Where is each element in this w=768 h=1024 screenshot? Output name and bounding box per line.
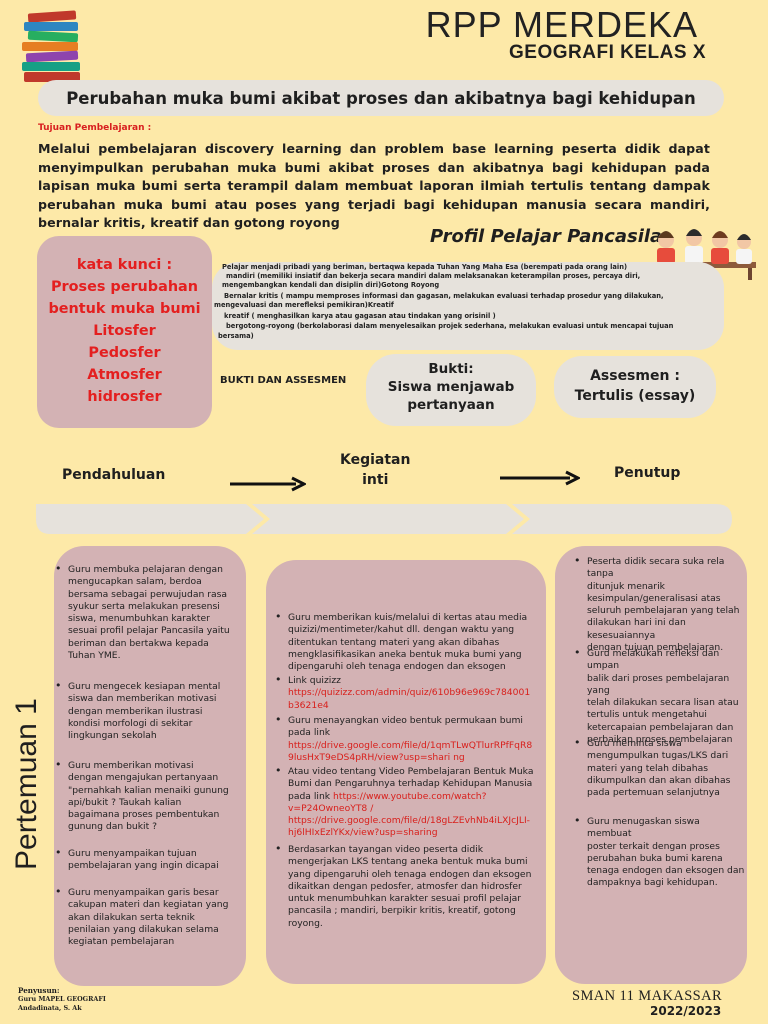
page-subtitle: GEOGRAFI KELAS X bbox=[509, 42, 706, 63]
penyusun-name: Andadinata, S. Ak bbox=[18, 1004, 82, 1012]
bukti-card: Bukti: Siswa menjawab pertanyaan bbox=[366, 354, 536, 426]
list-item: Peserta didik secara suka rela tanpa dit… bbox=[574, 555, 747, 654]
list-item: Guru membuka pelajaran dengan mengucapka… bbox=[55, 563, 230, 662]
stage-pendahuluan: Pendahuluan bbox=[62, 467, 166, 483]
stage-ribbon bbox=[36, 504, 732, 534]
quizizz-link[interactable]: b3621e4 bbox=[288, 699, 329, 711]
profil-line: mandiri (memiliki insiatif dan bekerja s… bbox=[226, 272, 641, 280]
list-item: Guru meminta siswa mengumpulkan tugas/LK… bbox=[574, 737, 730, 799]
school-year: 2022/2023 bbox=[650, 1004, 722, 1018]
profil-line: mengembangkan kendali dan disiplin diri)… bbox=[222, 281, 440, 289]
school-name: SMAN 11 MAKASSAR bbox=[572, 988, 723, 1004]
drive-link[interactable]: hj6lHIxEzlYKx/view?usp=sharing bbox=[288, 827, 438, 839]
drive-link[interactable]: https://drive.google.com/file/d/1qmTLwQT… bbox=[288, 739, 533, 751]
list-item: Atau video tentang Video Pembelajaran Be… bbox=[275, 765, 533, 840]
keyword-item: Pedosfer bbox=[88, 345, 161, 361]
list-item: Guru melakukan refleksi dan umpan balik … bbox=[574, 647, 747, 746]
list-item: Guru menayangkan video bentuk permukaan … bbox=[275, 714, 533, 764]
list-item: Berdasarkan tayangan video peserta didik… bbox=[275, 843, 531, 930]
tujuan-text: Melalui pembelajaran discovery learning … bbox=[38, 141, 710, 231]
drive-link[interactable]: https://drive.google.com/file/d/18gLZEvh… bbox=[288, 815, 530, 827]
books-illustration bbox=[22, 10, 80, 82]
profil-line: mengevaluasi dan merefleksi pemikiran)Kr… bbox=[214, 301, 394, 309]
keyword-heading: kata kunci : bbox=[76, 257, 173, 273]
youtube-link[interactable]: v=P24OwneoYT8 / bbox=[288, 802, 374, 814]
keyword-item: Proses perubahan bbox=[50, 279, 199, 295]
topic-banner: Perubahan muka bumi akibat proses dan ak… bbox=[38, 80, 724, 116]
kegiatan-inti-panel: Guru memberikan kuis/melalui di kertas a… bbox=[266, 560, 546, 984]
keywords-card: kata kunci : Proses perubahan bentuk muk… bbox=[37, 236, 212, 428]
list-item: Guru menyampaikan garis besar cakupan ma… bbox=[55, 886, 228, 948]
youtube-link[interactable]: https://www.youtube.com/watch? bbox=[333, 790, 487, 802]
bukti-line: pertanyaan bbox=[407, 397, 495, 413]
profil-line: kreatif ( menghasilkan karya atau gagasa… bbox=[224, 312, 496, 320]
list-item: Guru menugaskan siswa membuat poster ter… bbox=[574, 815, 747, 890]
assessmen-line: Assesmen : bbox=[590, 368, 680, 384]
list-item: Guru memberikan motivasi dengan mengajuk… bbox=[55, 759, 229, 834]
penyusun-label: Penyusun: bbox=[18, 986, 60, 995]
assessmen-card: Assesmen : Tertulis (essay) bbox=[554, 356, 716, 418]
tujuan-label: Tujuan Pembelajaran : bbox=[38, 123, 152, 133]
profil-line: bersama) bbox=[218, 332, 254, 340]
arrow-right-icon bbox=[500, 470, 580, 486]
stage-inti-line: inti bbox=[362, 472, 389, 488]
bukti-line: Siswa menjawab bbox=[387, 379, 515, 395]
keyword-item: hidrosfer bbox=[87, 389, 162, 405]
profil-line: bergotong-royong (berkolaborasi dalam me… bbox=[226, 322, 674, 330]
penyusun-role: Guru MAPEL GEOGRAFI bbox=[18, 995, 106, 1003]
keyword-item: Atmosfer bbox=[87, 367, 162, 383]
drive-link[interactable]: 9lusHxT9eDS4pRH/view?usp=shari ng bbox=[288, 751, 465, 763]
list-item: Link quizizz https://quizizz.com/admin/q… bbox=[275, 674, 531, 712]
penyusun-block: Penyusun: Guru MAPEL GEOGRAFI Andadinata… bbox=[18, 986, 106, 1013]
list-item: Guru memberikan kuis/melalui di kertas a… bbox=[275, 611, 527, 673]
pertemuan-label: Pertemuan 1 bbox=[10, 698, 43, 870]
list-item: Guru menyampaikan tujuan pembelajaran ya… bbox=[55, 847, 219, 873]
page-title: RPP MERDEKA bbox=[425, 4, 698, 45]
profil-card: Pelajar menjadi pribadi yang beriman, be… bbox=[212, 262, 724, 350]
stage-penutup: Penutup bbox=[614, 465, 681, 481]
profil-line: Bernalar kritis ( mampu memproses inform… bbox=[224, 292, 664, 300]
assessmen-line: Tertulis (essay) bbox=[574, 388, 696, 404]
penutup-panel: Peserta didik secara suka rela tanpa dit… bbox=[555, 546, 747, 984]
bukti-assessmen-label: BUKTI DAN ASSESMEN bbox=[220, 375, 347, 386]
keyword-item: Litosfer bbox=[93, 323, 156, 339]
stage-kegiatan-inti: Kegiatan inti bbox=[340, 450, 410, 490]
keyword-item: bentuk muka bumi bbox=[48, 301, 201, 317]
profil-line: Pelajar menjadi pribadi yang beriman, be… bbox=[222, 263, 628, 271]
stage-inti-line: Kegiatan bbox=[340, 452, 411, 468]
arrow-right-icon bbox=[230, 476, 306, 492]
list-item: Guru mengecek kesiapan mental siswa dan … bbox=[55, 680, 220, 742]
bukti-line: Bukti: bbox=[428, 361, 474, 377]
pendahuluan-panel: Guru membuka pelajaran dengan mengucapka… bbox=[54, 546, 246, 986]
quizizz-link[interactable]: https://quizizz.com/admin/quiz/610b96e96… bbox=[288, 687, 531, 699]
profil-title: Profil Pelajar Pancasila bbox=[430, 226, 663, 247]
